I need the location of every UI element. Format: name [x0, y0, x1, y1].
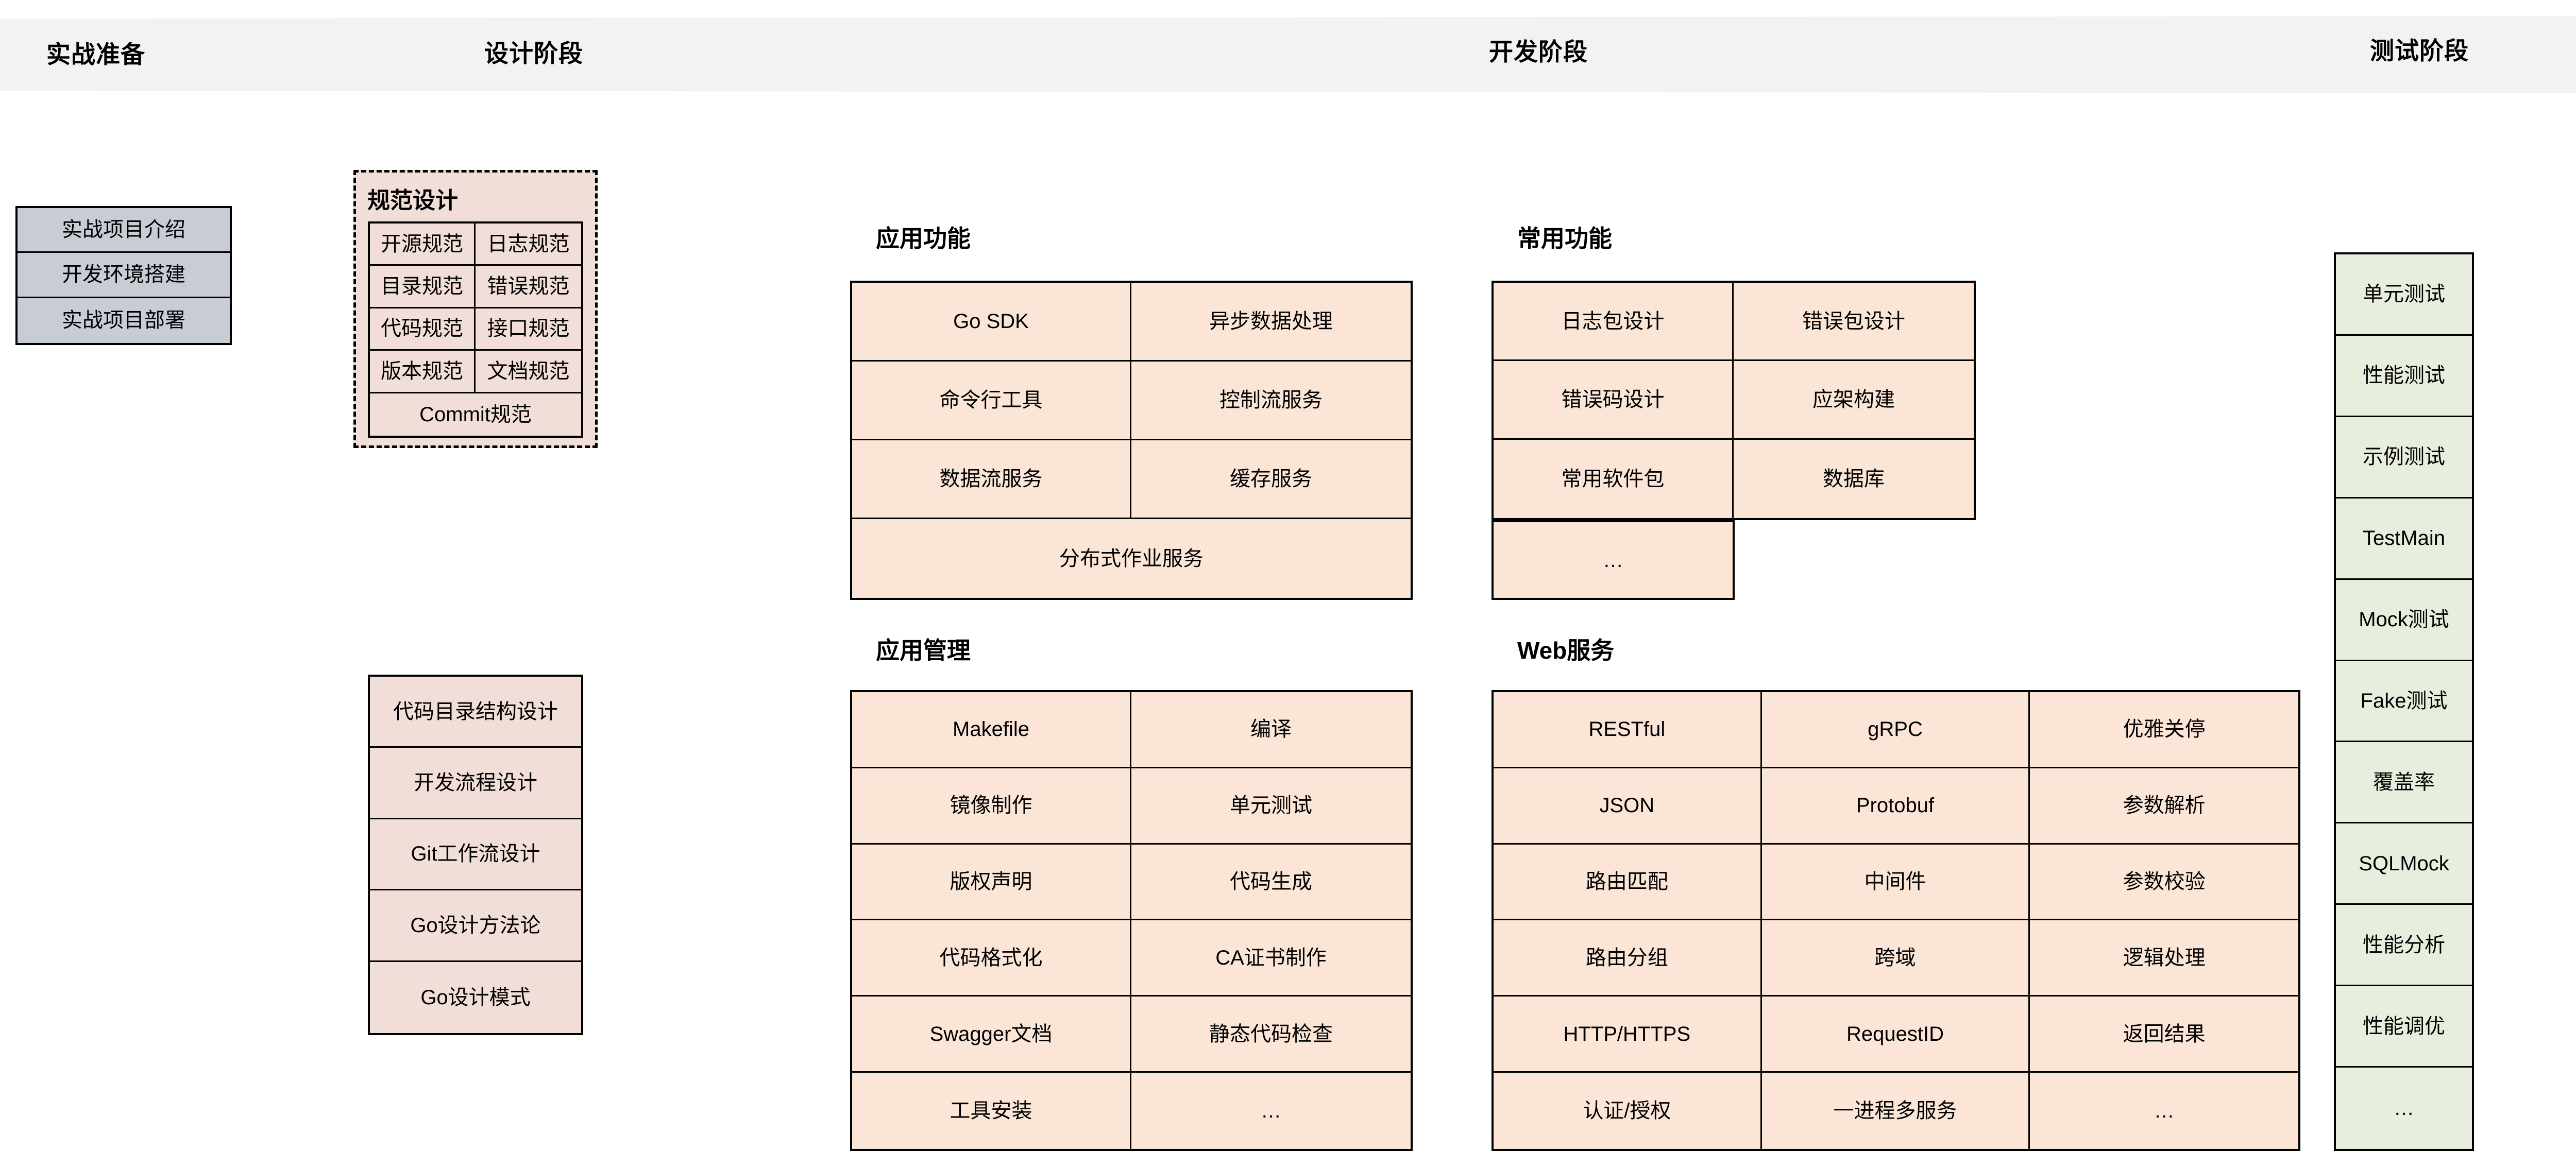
- test-item-0[interactable]: 单元测试: [2336, 254, 2472, 336]
- cmnfn-cell-2-0[interactable]: 常用软件包: [1494, 439, 1734, 518]
- cmnfn-cell-0-1[interactable]: 错误包设计: [1734, 283, 1974, 362]
- spec-design-title: 规范设计: [367, 188, 458, 213]
- appfn-cell-2-1[interactable]: 缓存服务: [1131, 440, 1411, 519]
- app-function-group: Go SDK 异步数据处理 命令行工具 控制流服务 数据流服务 缓存服务 分布式…: [850, 281, 1413, 600]
- spec-cell-1-1[interactable]: 错误规范: [476, 266, 581, 308]
- appmg-cell-4-1[interactable]: 静态代码检查: [1131, 997, 1411, 1073]
- appmg-cell-3-1[interactable]: CA证书制作: [1131, 920, 1411, 997]
- spec-cell-3-1[interactable]: 文档规范: [476, 351, 581, 393]
- test-stage-group: 单元测试 性能测试 示例测试 TestMain Mock测试 Fake测试 覆盖…: [2334, 252, 2474, 1151]
- cmnfn-cell-0-0[interactable]: 日志包设计: [1494, 283, 1734, 362]
- app-manage-caption: 应用管理: [876, 637, 971, 664]
- common-function-tail-group: …: [1492, 520, 1735, 600]
- web-cell-2-0[interactable]: 路由匹配: [1494, 844, 1762, 921]
- appmg-cell-2-1[interactable]: 代码生成: [1131, 844, 1411, 921]
- spec-cell-3-0[interactable]: 版本规范: [370, 351, 476, 393]
- web-cell-2-2[interactable]: 参数校验: [2030, 844, 2298, 921]
- spec-design-grid: 开源规范 日志规范 目录规范 错误规范 代码规范 接口规范 版本规范 文档规范 …: [368, 221, 583, 438]
- cmnfn-cell-1-1[interactable]: 应架构建: [1734, 361, 1974, 440]
- test-item-4[interactable]: Mock测试: [2336, 579, 2472, 661]
- web-cell-5-2[interactable]: …: [2030, 1073, 2298, 1149]
- appfn-cell-0-0[interactable]: Go SDK: [852, 283, 1131, 362]
- test-item-3[interactable]: TestMain: [2336, 498, 2472, 580]
- appmg-cell-5-1[interactable]: …: [1131, 1073, 1411, 1149]
- phase-banner: 实战准备 设计阶段 开发阶段 测试阶段 部署阶段 Tips: [0, 15, 2576, 94]
- appmg-cell-0-0[interactable]: Makefile: [852, 692, 1131, 768]
- web-cell-2-1[interactable]: 中间件: [1761, 844, 2030, 921]
- web-cell-5-1[interactable]: 一进程多服务: [1761, 1073, 2030, 1149]
- web-cell-3-1[interactable]: 跨域: [1761, 920, 2030, 997]
- spec-cell-2-1[interactable]: 接口规范: [476, 308, 581, 351]
- design-stage-group: 代码目录结构设计 开发流程设计 Git工作流设计 Go设计方法论 Go设计模式: [368, 675, 583, 1035]
- appmg-cell-3-0[interactable]: 代码格式化: [852, 920, 1131, 997]
- common-function-group: 日志包设计 错误包设计 错误码设计 应架构建 常用软件包 数据库: [1492, 281, 1976, 520]
- phase-label-develop: 开发阶段: [1489, 38, 1588, 65]
- design-item-0[interactable]: 代码目录结构设计: [370, 677, 581, 748]
- cmnfn-cell-ellipsis[interactable]: …: [1494, 522, 1733, 598]
- web-cell-1-2[interactable]: 参数解析: [2030, 768, 2298, 845]
- phase-label-prep: 实战准备: [46, 41, 145, 68]
- cmnfn-cell-2-1[interactable]: 数据库: [1734, 439, 1974, 518]
- prep-item-0[interactable]: 实战项目介绍: [18, 208, 230, 253]
- appfn-cell-distributed[interactable]: 分布式作业服务: [852, 519, 1411, 598]
- spec-cell-1-0[interactable]: 目录规范: [370, 266, 476, 308]
- web-service-group: RESTful gRPC 优雅关停 JSON Protobuf 参数解析 路由匹…: [1492, 690, 2300, 1151]
- spec-cell-0-0[interactable]: 开源规范: [370, 224, 476, 266]
- test-item-9[interactable]: 性能调优: [2336, 986, 2472, 1068]
- web-cell-5-0[interactable]: 认证/授权: [1494, 1073, 1762, 1149]
- appfn-cell-0-1[interactable]: 异步数据处理: [1131, 283, 1411, 362]
- web-cell-1-0[interactable]: JSON: [1494, 768, 1762, 845]
- appfn-cell-2-0[interactable]: 数据流服务: [852, 440, 1131, 519]
- spec-cell-0-1[interactable]: 日志规范: [476, 224, 581, 266]
- appmg-cell-1-0[interactable]: 镜像制作: [852, 768, 1131, 845]
- test-item-1[interactable]: 性能测试: [2336, 335, 2472, 417]
- common-function-caption: 常用功能: [1517, 225, 1612, 252]
- web-cell-3-0[interactable]: 路由分组: [1494, 920, 1762, 997]
- design-item-1[interactable]: 开发流程设计: [370, 748, 581, 819]
- app-manage-group: Makefile 编译 镜像制作 单元测试 版权声明 代码生成 代码格式化 CA…: [850, 690, 1413, 1151]
- appmg-cell-0-1[interactable]: 编译: [1131, 692, 1411, 768]
- web-service-caption: Web服务: [1517, 637, 1615, 664]
- web-cell-0-1[interactable]: gRPC: [1761, 692, 2030, 768]
- banner-arrow-shape: [0, 15, 2576, 94]
- web-cell-0-0[interactable]: RESTful: [1494, 692, 1762, 768]
- prep-item-2[interactable]: 实战项目部署: [18, 298, 230, 343]
- test-item-8[interactable]: 性能分析: [2336, 905, 2472, 987]
- test-item-7[interactable]: SQLMock: [2336, 823, 2472, 905]
- spec-cell-commit[interactable]: Commit规范: [370, 393, 581, 436]
- test-item-5[interactable]: Fake测试: [2336, 661, 2472, 743]
- web-cell-4-1[interactable]: RequestID: [1761, 997, 2030, 1073]
- appmg-cell-5-0[interactable]: 工具安装: [852, 1073, 1131, 1149]
- appmg-cell-2-0[interactable]: 版权声明: [852, 844, 1131, 921]
- cmnfn-cell-1-0[interactable]: 错误码设计: [1494, 361, 1734, 440]
- test-item-10[interactable]: …: [2336, 1068, 2472, 1149]
- prep-group: 实战项目介绍 开发环境搭建 实战项目部署: [15, 206, 232, 345]
- design-item-4[interactable]: Go设计模式: [370, 961, 581, 1033]
- web-cell-0-2[interactable]: 优雅关停: [2030, 692, 2298, 768]
- web-cell-3-2[interactable]: 逻辑处理: [2030, 920, 2298, 997]
- web-cell-4-2[interactable]: 返回结果: [2030, 997, 2298, 1073]
- spec-cell-2-0[interactable]: 代码规范: [370, 308, 476, 351]
- appfn-cell-1-0[interactable]: 命令行工具: [852, 362, 1131, 440]
- appmg-cell-1-1[interactable]: 单元测试: [1131, 768, 1411, 845]
- phase-label-design: 设计阶段: [484, 40, 583, 67]
- appmg-cell-4-0[interactable]: Swagger文档: [852, 997, 1131, 1073]
- app-function-caption: 应用功能: [876, 225, 971, 252]
- test-item-2[interactable]: 示例测试: [2336, 417, 2472, 499]
- prep-item-1[interactable]: 开发环境搭建: [18, 253, 230, 298]
- appfn-cell-1-1[interactable]: 控制流服务: [1131, 362, 1411, 440]
- web-cell-1-1[interactable]: Protobuf: [1761, 768, 2030, 845]
- test-item-6[interactable]: 覆盖率: [2336, 742, 2472, 824]
- design-item-3[interactable]: Go设计方法论: [370, 890, 581, 962]
- web-cell-4-0[interactable]: HTTP/HTTPS: [1494, 997, 1762, 1073]
- design-item-2[interactable]: Git工作流设计: [370, 819, 581, 891]
- phase-label-test: 测试阶段: [2370, 37, 2469, 64]
